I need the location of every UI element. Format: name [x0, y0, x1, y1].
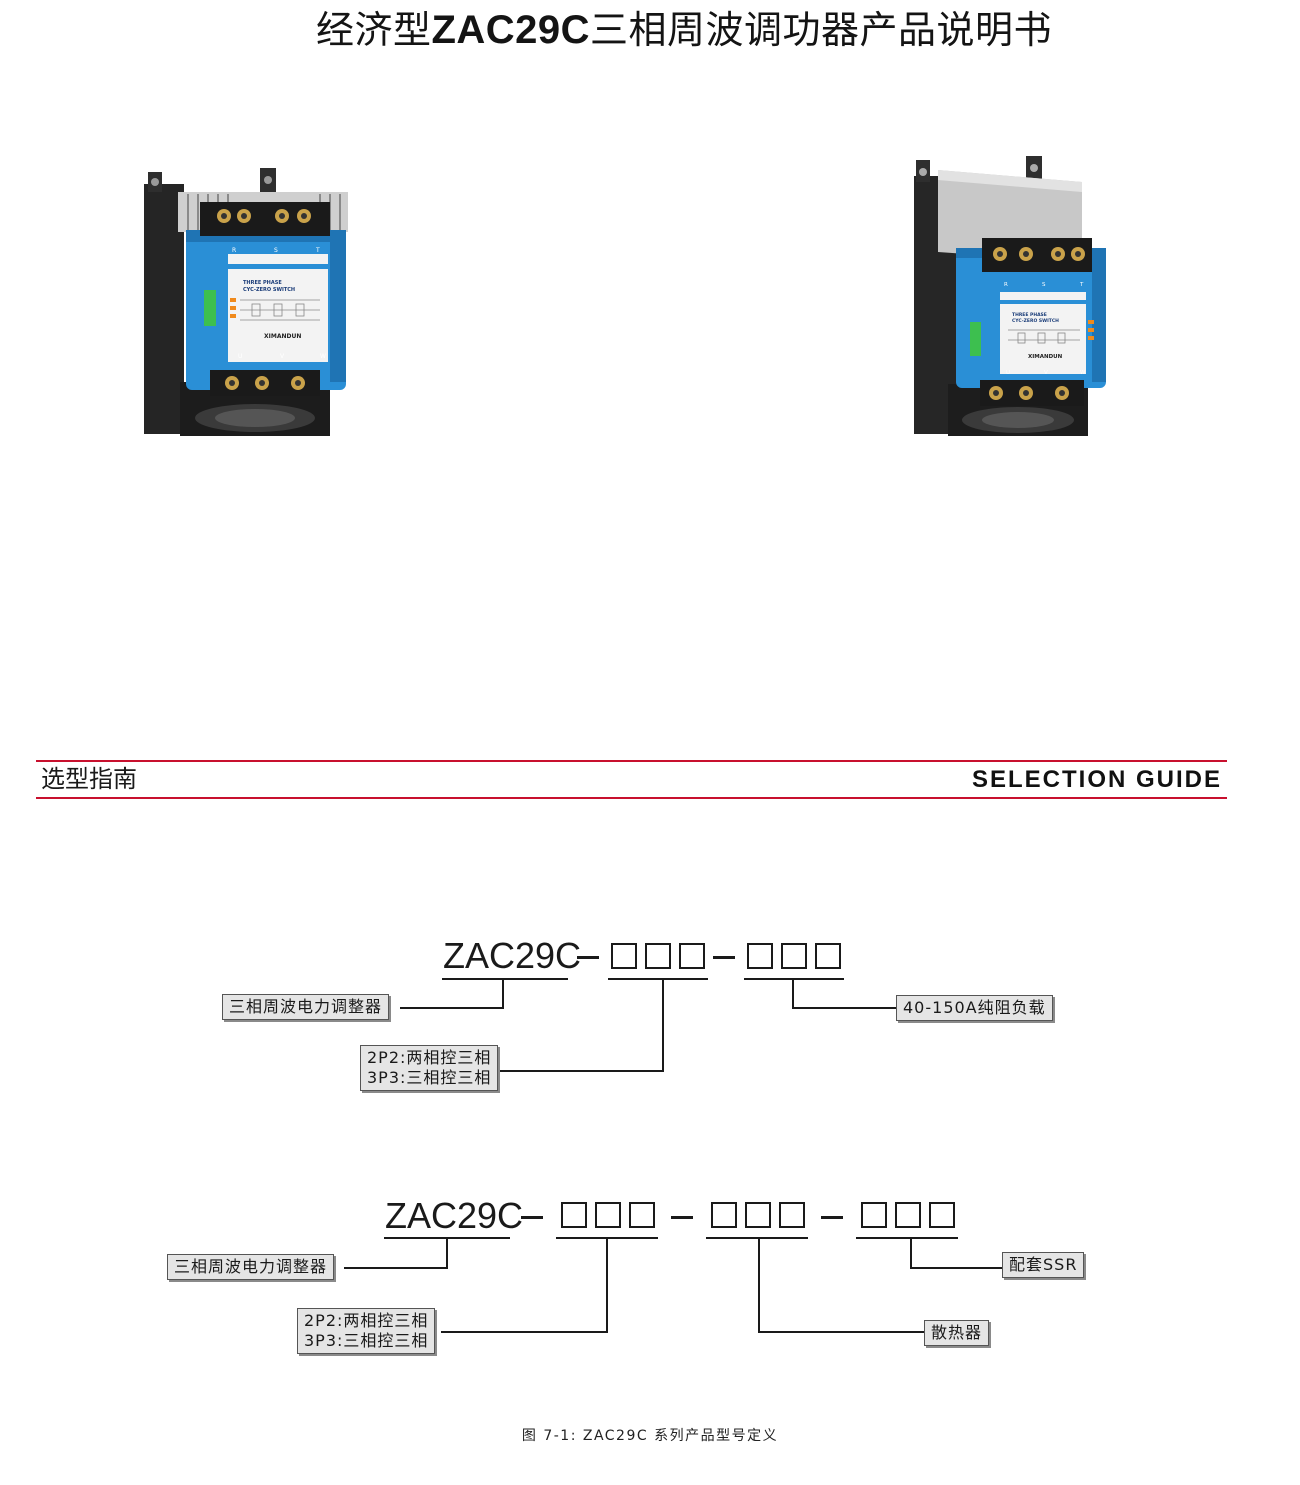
placeholder-box [711, 1202, 737, 1228]
title-model: ZAC29C [431, 8, 591, 52]
connector [758, 1237, 760, 1333]
terminal-s: S [1042, 282, 1046, 288]
connector [606, 1237, 608, 1333]
terminal-w: W [320, 353, 326, 360]
product-image-front: THREE PHASE CYC-ZERO SWITCH XIMANDUN R S… [140, 160, 365, 445]
device-label-line1: THREE PHASE [1012, 312, 1047, 318]
terminal-t: T [315, 247, 320, 254]
placeholder-box [679, 943, 705, 969]
connector [441, 1331, 608, 1333]
label-phase-3p3: 3P3:三相控三相 [304, 1331, 429, 1350]
device-label-line2: CYC-ZERO SWITCH [243, 287, 295, 293]
terminal-v: V [280, 353, 285, 360]
connector [400, 1007, 504, 1009]
group-underline [744, 978, 844, 980]
section-rule-bottom [36, 797, 1227, 799]
placeholder-box [645, 943, 671, 969]
placeholder-box [595, 1202, 621, 1228]
terminal-v: V [1044, 370, 1048, 376]
connector [910, 1237, 912, 1269]
section-rule-top [36, 760, 1227, 762]
label-phase-control: 2P2:两相控三相 3P3:三相控三相 [297, 1308, 436, 1354]
code-dash [713, 956, 735, 959]
connector [662, 978, 664, 1072]
connector [792, 1007, 898, 1009]
model-code: ZAC29C [385, 1195, 524, 1236]
device-brand: XIMANDUN [264, 333, 301, 340]
device-brand: XIMANDUN [1028, 354, 1063, 360]
terminal-u: U [1006, 370, 1010, 376]
title-suffix: 三相周波调功器产品说明书 [590, 8, 1053, 52]
title-prefix: 经济型 [315, 8, 432, 52]
device-label-line1: THREE PHASE [243, 280, 282, 286]
group-underline [706, 1237, 808, 1239]
terminal-u: U [238, 353, 242, 360]
label-phase-3p3: 3P3:三相控三相 [367, 1068, 492, 1087]
code-dash [521, 1216, 543, 1219]
terminal-r: R [232, 247, 236, 254]
placeholder-box [929, 1202, 955, 1228]
connector [446, 1237, 448, 1269]
connector [344, 1267, 448, 1269]
section-title-en: SELECTION GUIDE [971, 766, 1222, 793]
placeholder-box [561, 1202, 587, 1228]
figure-caption: 图 7-1: ZAC29C 系列产品型号定义 [521, 1428, 779, 1444]
placeholder-box [815, 943, 841, 969]
group-underline [608, 978, 708, 980]
connector [496, 1070, 664, 1072]
model-code: ZAC29C [443, 935, 582, 976]
product-image-heatsink: THREE PHASE CYC-ZERO SWITCH XIMANDUN R S… [908, 152, 1133, 442]
terminal-r: R [1004, 282, 1008, 288]
label-phase-2p2: 2P2:两相控三相 [304, 1311, 429, 1330]
label-ssr: 配套SSR [1002, 1252, 1085, 1278]
terminal-t: T [1079, 282, 1084, 288]
placeholder-box [861, 1202, 887, 1228]
code-underline [442, 978, 568, 980]
placeholder-box [895, 1202, 921, 1228]
code-dash [821, 1216, 843, 1219]
label-regulator: 三相周波电力调整器 [167, 1254, 335, 1280]
terminal-w: W [1080, 370, 1086, 376]
label-phase-2p2: 2P2:两相控三相 [367, 1048, 492, 1067]
label-load: 40-150A纯阻负载 [896, 995, 1053, 1021]
code-dash [671, 1216, 693, 1219]
terminal-s: S [274, 247, 278, 254]
group-underline [856, 1237, 958, 1239]
label-regulator: 三相周波电力调整器 [222, 994, 390, 1020]
placeholder-box [611, 943, 637, 969]
placeholder-box [781, 943, 807, 969]
page-title: 经济型ZAC29C三相周波调功器产品说明书 [0, 4, 1300, 56]
placeholder-box [629, 1202, 655, 1228]
connector [792, 978, 794, 1009]
placeholder-box [747, 943, 773, 969]
connector [502, 978, 504, 1009]
label-phase-control: 2P2:两相控三相 3P3:三相控三相 [360, 1045, 499, 1091]
placeholder-box [745, 1202, 771, 1228]
connector [758, 1331, 924, 1333]
code-dash [577, 956, 599, 959]
section-title-cn: 选型指南 [41, 765, 137, 793]
placeholder-box [779, 1202, 805, 1228]
connector [910, 1267, 1004, 1269]
device-label-line2: CYC-ZERO SWITCH [1012, 318, 1059, 324]
label-heatsink: 散热器 [924, 1320, 990, 1346]
